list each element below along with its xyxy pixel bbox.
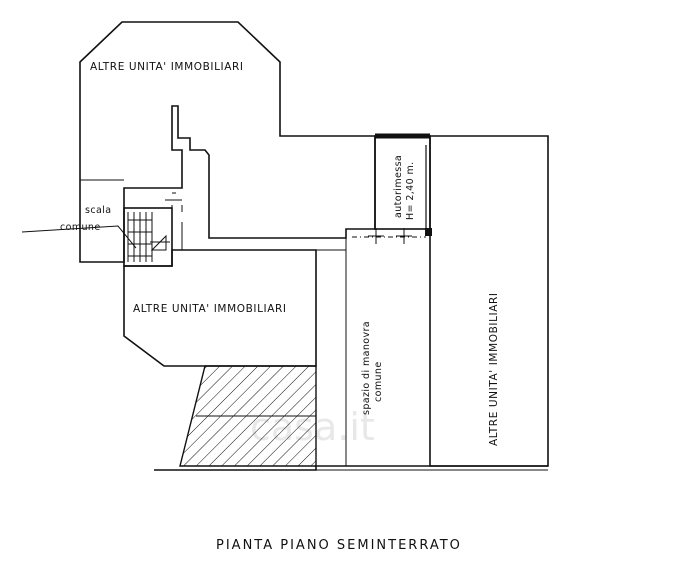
stair-leader-line: [21, 225, 137, 249]
room-label-right: ALTRE UNITA' IMMOBILIARI: [488, 292, 500, 446]
stair-label-line1: scala: [85, 205, 111, 216]
middle-unit-outline: [123, 249, 317, 367]
garage-marks: [368, 228, 412, 244]
garage-height-label: H= 2,40 m.: [405, 161, 416, 220]
maneuver-label-line1: spazio di manovra: [361, 321, 372, 415]
stair-steps: [127, 212, 170, 262]
room-label-top: ALTRE UNITA' IMMOBILIARI: [90, 61, 244, 73]
room-label-middle: ALTRE UNITA' IMMOBILIARI: [133, 303, 287, 315]
plan-title: PIANTA PIANO SEMINTERRATO: [216, 538, 462, 553]
stair-label-line2: comune: [60, 222, 101, 233]
garage-box: [374, 133, 432, 236]
maneuver-label-line2: comune: [373, 361, 384, 402]
garage-label: autorimessa: [393, 155, 404, 218]
top-unit-outline: [79, 21, 376, 263]
